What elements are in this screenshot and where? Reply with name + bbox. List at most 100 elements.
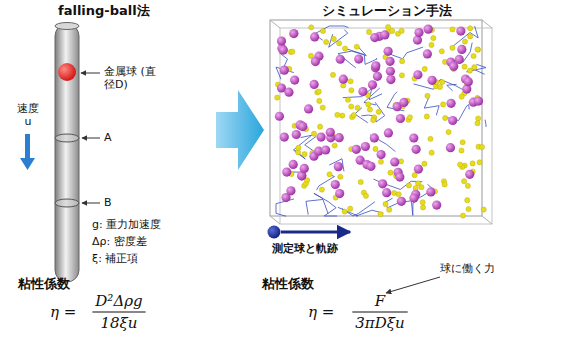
polymer-chain bbox=[329, 159, 344, 172]
solute-particle bbox=[390, 157, 399, 166]
solvent-particle bbox=[366, 102, 371, 107]
solvent-particle bbox=[420, 200, 425, 205]
solute-particle bbox=[371, 61, 380, 70]
solute-particle bbox=[397, 197, 406, 206]
formula-lhs: η = bbox=[308, 303, 334, 321]
solvent-particle bbox=[332, 143, 337, 148]
solute-particle bbox=[292, 130, 301, 139]
solute-particle bbox=[277, 36, 286, 45]
solute-particle bbox=[399, 98, 408, 107]
solvent-particle bbox=[387, 207, 392, 212]
solute-particle bbox=[426, 187, 435, 196]
probe-ball bbox=[268, 226, 281, 239]
solute-particle bbox=[383, 47, 392, 56]
solvent-particle bbox=[457, 162, 462, 167]
solute-particle bbox=[361, 142, 370, 151]
solute-particle bbox=[298, 122, 307, 131]
polymer-chain bbox=[389, 47, 423, 59]
solvent-particle bbox=[378, 212, 383, 217]
solvent-particle bbox=[406, 183, 411, 188]
formula-denominator: 18ξu bbox=[100, 314, 137, 332]
solute-particle bbox=[457, 45, 466, 54]
velocity-label: 速度 u bbox=[12, 102, 44, 128]
solvent-particle bbox=[345, 97, 350, 102]
mark-b bbox=[55, 199, 79, 207]
solute-particle bbox=[368, 80, 377, 89]
solute-particle bbox=[282, 167, 291, 176]
solvent-particle bbox=[470, 161, 475, 166]
solute-particle bbox=[378, 179, 387, 188]
solute-particle bbox=[354, 55, 363, 64]
solute-particle bbox=[331, 180, 340, 189]
polymer-chain bbox=[467, 64, 486, 74]
solvent-particle bbox=[340, 113, 345, 118]
solute-particle bbox=[280, 66, 289, 75]
solvent-particle bbox=[351, 112, 356, 117]
solvent-particle bbox=[349, 88, 354, 93]
solvent-particle bbox=[371, 117, 376, 122]
solute-particle bbox=[380, 30, 389, 39]
solute-particle bbox=[376, 150, 385, 159]
solvent-particle bbox=[390, 28, 395, 33]
solvent-particle bbox=[320, 105, 325, 110]
polymer-chain bbox=[447, 84, 457, 90]
solvent-particle bbox=[407, 115, 412, 120]
solute-particle bbox=[382, 188, 391, 197]
solvent-particle bbox=[316, 89, 321, 94]
solvent-particle bbox=[388, 170, 393, 175]
solute-particle bbox=[370, 133, 379, 142]
solvent-particle bbox=[399, 73, 404, 78]
solute-particle bbox=[339, 75, 348, 84]
solvent-particle bbox=[437, 84, 442, 89]
polymer-chain bbox=[414, 79, 469, 92]
solvent-particle bbox=[412, 173, 417, 178]
solute-particle bbox=[321, 145, 330, 154]
fraction-bar bbox=[352, 311, 407, 312]
solute-particle bbox=[427, 76, 436, 85]
solute-particle bbox=[275, 112, 284, 121]
solvent-particle bbox=[425, 93, 430, 98]
transition-arrow bbox=[216, 90, 264, 170]
solvent-particle bbox=[424, 114, 429, 119]
solute-particle bbox=[396, 114, 405, 123]
point-label: A bbox=[104, 131, 112, 144]
solvent-particle bbox=[330, 72, 335, 77]
solvent-particle bbox=[302, 152, 307, 157]
solvent-particle bbox=[296, 145, 301, 150]
solute-particle bbox=[432, 201, 441, 210]
leader-line bbox=[82, 203, 100, 204]
solute-particle bbox=[465, 170, 474, 179]
solvent-particle bbox=[450, 27, 455, 32]
solvent-particle bbox=[460, 140, 465, 145]
solvent-particle bbox=[317, 98, 322, 103]
metal-ball bbox=[58, 63, 76, 81]
solvent-particle bbox=[373, 146, 378, 151]
solute-particle bbox=[335, 189, 344, 198]
solvent-particle bbox=[290, 49, 295, 54]
polymer-chain bbox=[485, 120, 487, 127]
trajectory-arrow bbox=[281, 231, 350, 234]
solute-particle bbox=[289, 160, 298, 169]
polymer-chain bbox=[306, 199, 328, 214]
solute-particle bbox=[326, 128, 335, 137]
solute-particle bbox=[373, 72, 382, 81]
formula-heading: 粘性係数 bbox=[18, 276, 70, 292]
solute-particle bbox=[409, 193, 418, 202]
solvent-particle bbox=[440, 102, 445, 107]
solvent-particle bbox=[378, 159, 383, 164]
solute-particle bbox=[370, 33, 379, 42]
solvent-particle bbox=[320, 28, 325, 33]
solute-particle bbox=[279, 45, 288, 54]
leader-line bbox=[82, 138, 100, 139]
solvent-particle bbox=[327, 172, 332, 177]
formula-denominator: 3πDξu bbox=[355, 314, 404, 332]
solute-particle bbox=[449, 62, 458, 71]
formula-heading: 粘性係数 bbox=[262, 276, 314, 292]
solvent-particle bbox=[462, 39, 467, 44]
panel-heading: シミュレーション手法 bbox=[322, 3, 452, 19]
solvent-particle bbox=[471, 53, 476, 58]
solute-particle bbox=[284, 88, 293, 97]
point-label: B bbox=[104, 196, 112, 209]
